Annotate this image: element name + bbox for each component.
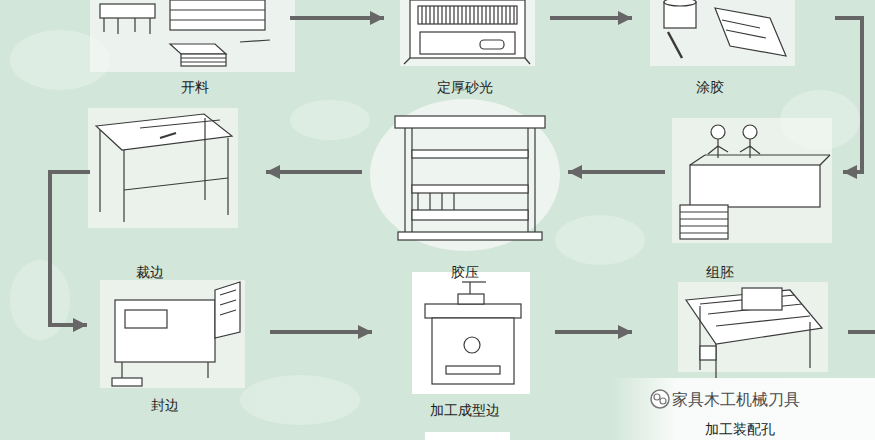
sketch-paper bbox=[88, 0, 832, 440]
process-step: 胶压 bbox=[362, 105, 560, 285]
step-label: 涂胶 bbox=[696, 78, 724, 96]
step-label: 封边 bbox=[151, 396, 179, 414]
step-label: 加工装配孔 bbox=[705, 420, 775, 438]
wechat-icon bbox=[651, 390, 669, 408]
process-step: 组胚 bbox=[665, 105, 835, 285]
machine-sketches bbox=[96, 0, 830, 386]
flow-arrow bbox=[266, 170, 362, 174]
step-label: 组胚 bbox=[706, 263, 734, 281]
watermark-patch bbox=[610, 378, 875, 440]
flow-arrow bbox=[50, 172, 90, 325]
process-step: 加工装配孔 bbox=[640, 290, 848, 440]
process-step: 封边 bbox=[95, 290, 270, 420]
step-label: 定厚砂光 bbox=[437, 78, 493, 96]
flow-arrow bbox=[835, 18, 862, 172]
flow-arrow bbox=[270, 330, 372, 334]
flow-arrow bbox=[290, 16, 384, 20]
process-step: 开料 bbox=[95, 0, 290, 100]
flow-arrow bbox=[568, 170, 665, 174]
process-step: 加工成型边 bbox=[380, 290, 555, 425]
step-label: 裁边 bbox=[136, 263, 164, 281]
step-label: 加工成型边 bbox=[430, 401, 500, 419]
flow-continuation bbox=[848, 330, 875, 334]
process-step: 裁边 bbox=[90, 105, 258, 285]
step-label: 开料 bbox=[181, 78, 209, 96]
flow-arrow bbox=[555, 330, 632, 334]
paper-texture bbox=[10, 30, 860, 425]
flow-arrow bbox=[550, 16, 632, 20]
step-label: 胶压 bbox=[451, 263, 479, 281]
watermark: 家具木工机械刀具 bbox=[672, 390, 800, 410]
process-step: 定厚砂光 bbox=[392, 0, 550, 100]
process-step: 涂胶 bbox=[640, 0, 835, 100]
